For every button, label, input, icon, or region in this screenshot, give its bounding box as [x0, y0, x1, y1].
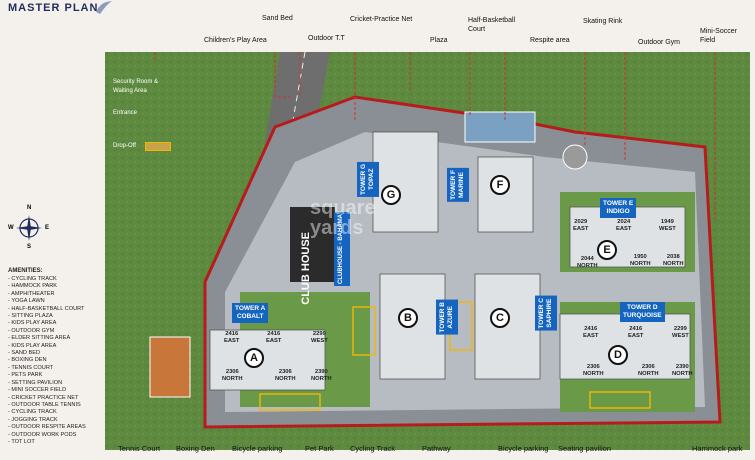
site-plan-map — [105, 52, 750, 450]
pet-park-label: Pet Park — [305, 444, 334, 453]
amenities-title: AMENITIES: — [8, 268, 43, 274]
tower-e-marker[interactable]: E — [597, 240, 617, 260]
amenity-item: OUTDOOR TABLE TENNIS — [8, 402, 86, 409]
amenity-item: HALF-BASKETBALL COURT — [8, 306, 86, 313]
tower-d-unit: 2416 EAST — [628, 326, 644, 339]
tower-e-unit: 1950 NORTH — [630, 254, 651, 267]
tower-d-tag[interactable]: TOWER D TURQUOISE — [620, 302, 665, 322]
dropoff-swatch — [145, 142, 171, 151]
tower-a-tag[interactable]: TOWER A COBALT — [232, 303, 269, 323]
amenity-item: SITTING PLAZA — [8, 313, 86, 320]
tower-d-unit: 2299 WEST — [672, 326, 689, 339]
tennis-court-label: Tennis Court — [118, 444, 161, 453]
amenities-list: CYCLING TRACKHAMMOCK PARKAMPHITHEATERYOG… — [8, 276, 86, 446]
security-room-label: Security Room & Waiting Area — [113, 79, 159, 94]
tower-d-unit: 2390 NORTH — [672, 364, 693, 377]
sand-bed-callout: Sand Bed — [262, 15, 293, 22]
dropoff-label: Drop-Off — [113, 143, 136, 149]
tower-c-marker[interactable]: C — [490, 308, 510, 328]
tower-a-unit: 2306 NORTH — [222, 369, 243, 382]
tower-e-unit: 2024 EAST — [616, 219, 632, 232]
mini-soccer-callout: Mini-Soccer Field — [700, 28, 737, 44]
amenity-item: JOGGING TRACK — [8, 417, 86, 424]
tower-a-unit: 2416 EAST — [266, 331, 282, 344]
tower-d-marker[interactable]: D — [608, 345, 628, 365]
amenity-item: CYCLING TRACK — [8, 276, 86, 283]
plaza-callout: Plaza — [430, 37, 448, 44]
outdoor-tt-callout: Outdoor T.T — [308, 35, 345, 42]
tower-e-unit: 1949 WEST — [659, 219, 676, 232]
bicycle-parking-label: Bicycle parking — [498, 444, 549, 453]
compass-e: E — [45, 225, 50, 231]
compass-n: N — [27, 205, 32, 211]
tower-e-unit: 2029 EAST — [573, 219, 589, 232]
amenity-item: AMPHITHEATER — [8, 291, 86, 298]
amenity-item: KIDS PLAY AREA — [8, 320, 86, 327]
amenity-item: MINI SOCCER FIELD — [8, 387, 86, 394]
tower-f-tag[interactable]: TOWER F MARINE — [447, 168, 469, 202]
tower-g-marker[interactable]: G — [381, 185, 401, 205]
tower-a-marker[interactable]: A — [244, 348, 264, 368]
tower-a-unit: 2416 EAST — [224, 331, 240, 344]
compass-s: S — [27, 244, 32, 250]
tower-d-unit: 2416 EAST — [583, 326, 599, 339]
cycling-track-label: Cycling Track — [350, 444, 396, 453]
tower-e-unit: 2044 NORTH — [577, 256, 598, 269]
amenity-item: PETS PARK — [8, 372, 86, 379]
amenity-item: OUTDOOR WORK PODS — [8, 432, 86, 439]
amenity-item: TOT LOT — [8, 439, 86, 446]
tower-b-tag[interactable]: TOWER B AZURE — [436, 300, 458, 335]
bird-logo-icon — [96, 1, 112, 14]
compass-w: W — [8, 225, 14, 231]
outdoor-gym-callout: Outdoor Gym — [638, 39, 681, 46]
pathway-label: Pathway — [422, 444, 451, 453]
cricket-net-callout: Cricket-Practice Net — [350, 16, 413, 23]
boxing-den-label: Boxing Den — [176, 444, 215, 453]
compass-icon — [16, 215, 42, 241]
half-basketball-callout: Half-Basketball Court — [468, 17, 516, 33]
tower-b-marker[interactable]: B — [398, 308, 418, 328]
amenity-item: ELDER SITTING AREA — [8, 335, 86, 342]
club-house-label: CLUB HOUSE — [300, 232, 312, 305]
amenity-item: YOGA LAWN — [8, 298, 86, 305]
tower-d-unit: 2306 NORTH — [583, 364, 604, 377]
amenity-item: SAND BED — [8, 350, 86, 357]
amenity-item: CRICKET PRACTICE NET — [8, 395, 86, 402]
tower-e-tag[interactable]: TOWER E INDIGO — [600, 198, 637, 218]
amenity-item: CYCLING TRACK — [8, 409, 86, 416]
amenity-item: KIDS PLAY AREA — [8, 343, 86, 350]
amenity-item: HAMMOCK PARK — [8, 283, 86, 290]
tower-f-marker[interactable]: F — [490, 175, 510, 195]
watermark: square yards — [310, 197, 376, 239]
amenity-item: SETTING PAVILION — [8, 380, 86, 387]
tower-g-tag[interactable]: TOWER G TOPAZ — [357, 162, 379, 197]
seating-pavilion-label: Seating pavilion — [558, 444, 611, 453]
entrance-label: Entrance — [113, 110, 138, 116]
tower-a-unit: 2390 NORTH — [311, 369, 332, 382]
tower-a-unit: 2306 NORTH — [275, 369, 296, 382]
respite-callout: Respite area — [530, 37, 570, 44]
amenity-item: OUTDOOR RESPITE AREAS — [8, 424, 85, 431]
amenity-item: OUTDOOR GYM — [8, 328, 86, 335]
amenity-item: TENNIS COURT — [8, 365, 86, 372]
tower-c-tag[interactable]: TOWER C SAPHIRE — [535, 296, 557, 331]
tower-e-unit: 2038 NORTH — [663, 254, 684, 267]
tower-d-unit: 2306 NORTH — [638, 364, 659, 377]
page-title: MASTER PLAN — [8, 2, 99, 14]
bicycle-parking-label: Bicycle parking — [232, 444, 283, 453]
skating-rink-callout: Skating Rink — [583, 18, 623, 25]
tower-a-unit: 2299 WEST — [311, 331, 328, 344]
amenity-item: BOXING DEN — [8, 357, 86, 364]
hammock-park-label: Hammock park — [692, 444, 743, 453]
childrens-play-callout: Children's Play Area — [204, 37, 267, 44]
